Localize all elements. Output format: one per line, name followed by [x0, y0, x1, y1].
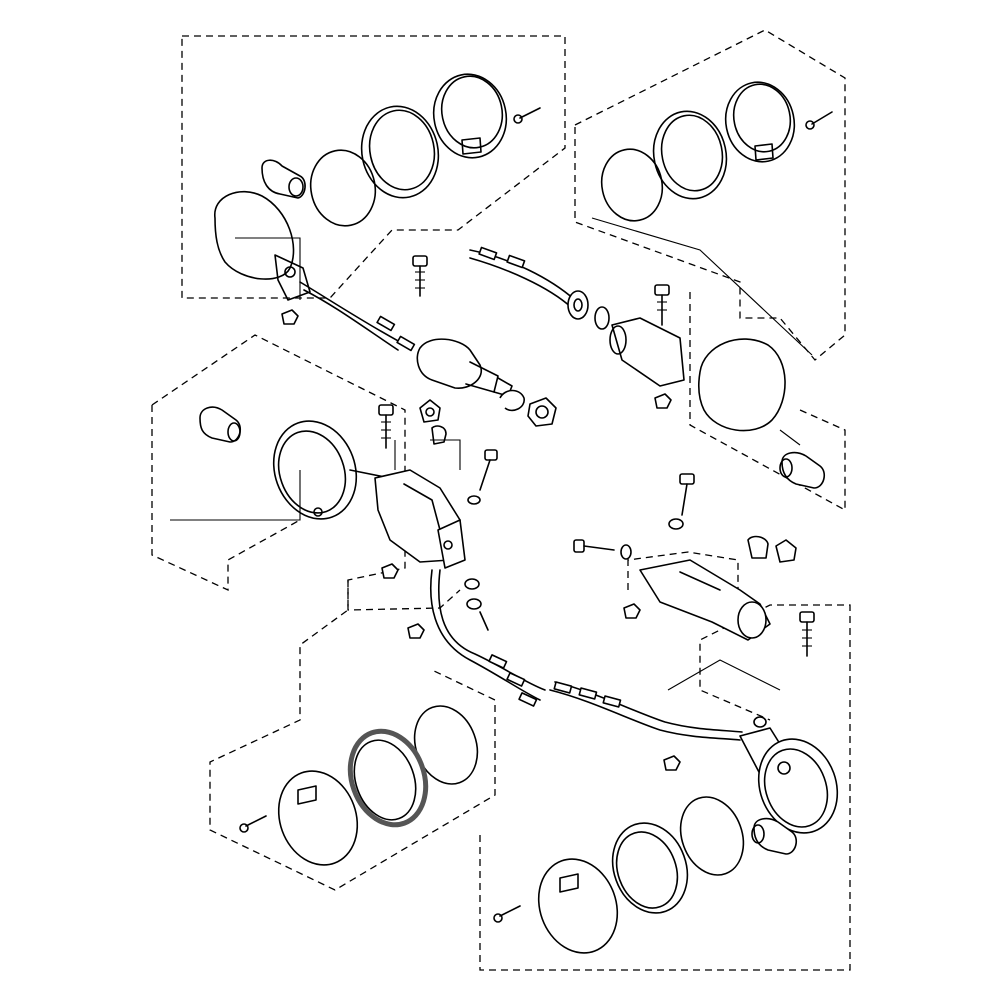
- rear-right-connectors: [553, 681, 622, 708]
- outline-rear-left-group: [151, 334, 496, 891]
- front-right-washer: [594, 306, 610, 330]
- outline-rear-right-group: [479, 604, 851, 971]
- front-right-stem: [609, 317, 685, 387]
- rear-left-bulb: [199, 406, 242, 443]
- rear-left-lens-seal: [413, 705, 479, 785]
- rear-right-bolt-top: [668, 473, 695, 530]
- front-left-nut: [281, 309, 299, 325]
- rear-left-bracket: [374, 469, 466, 569]
- front-left-connectors: [376, 315, 416, 352]
- front-right-wire: [469, 249, 576, 301]
- rear-right-lens: [537, 858, 619, 954]
- rear-left-turn-signal: [199, 399, 546, 866]
- front-right-connectors: [478, 246, 526, 269]
- front-left-lens-seal: [309, 149, 377, 227]
- rear-left-wire: [429, 569, 541, 701]
- outline-front-right-lower: [689, 292, 846, 512]
- rear-right-housing: [739, 727, 839, 834]
- front-right-rim: [652, 110, 728, 200]
- rear-right-lens-screw: [493, 905, 521, 923]
- front-left-mount-bolt: [412, 255, 428, 297]
- rear-right-turn-signal: [493, 473, 839, 954]
- outline-rear-right-bracket: [627, 551, 739, 590]
- rear-right-bolt-side: [573, 539, 632, 560]
- rear-right-mount-bolt: [799, 611, 815, 657]
- front-left-housing: [214, 191, 311, 301]
- front-left-lens: [432, 73, 508, 159]
- outline-front-right-group: [574, 29, 846, 361]
- front-right-grommet: [567, 290, 589, 320]
- outline-rear-left-inner: [151, 405, 301, 592]
- rear-left-lower-hardware: [381, 563, 489, 639]
- front-left-turn-signal: [214, 73, 541, 325]
- front-stem-body: [416, 338, 513, 397]
- rear-left-lens: [277, 770, 359, 866]
- group-outlines: [151, 29, 851, 971]
- front-right-housing: [698, 338, 786, 432]
- front-left-lens-screw: [513, 107, 541, 124]
- rear-right-lens-seal: [679, 796, 745, 876]
- rear-right-rim: [611, 822, 689, 914]
- rear-right-nut: [663, 755, 681, 771]
- front-right-bulb: [779, 451, 826, 489]
- front-left-wire: [299, 281, 401, 343]
- front-right-turn-signal: [469, 81, 833, 489]
- front-right-lens: [724, 81, 796, 163]
- rear-left-cap-nut: [419, 399, 447, 445]
- rear-right-cap-nut: [747, 535, 797, 563]
- front-right-lens-screw: [805, 111, 833, 130]
- front-right-lens-seal: [600, 148, 664, 222]
- front-left-rim: [360, 105, 440, 199]
- rear-left-connectors: [488, 654, 538, 707]
- front-stem-assembly: [299, 281, 557, 427]
- rear-left-bolt-top: [378, 404, 394, 449]
- front-stem-nut: [527, 397, 557, 427]
- leader-lines: [170, 217, 813, 691]
- rear-left-lens-screw: [239, 815, 267, 833]
- rear-left-bolt-side: [467, 449, 498, 505]
- outline-front-left-group: [181, 35, 566, 299]
- rear-right-bracket: [623, 559, 771, 641]
- front-left-bulb: [261, 159, 306, 199]
- rear-right-washer: [753, 716, 767, 728]
- outline-center-left-bracket: [347, 580, 461, 611]
- front-stem-washer: [499, 389, 525, 412]
- rear-left-rim: [347, 728, 429, 828]
- front-right-mount-bolt: [654, 284, 670, 326]
- front-right-nut: [654, 393, 672, 409]
- rear-right-bulb: [751, 817, 798, 855]
- rear-right-wire: [549, 689, 741, 741]
